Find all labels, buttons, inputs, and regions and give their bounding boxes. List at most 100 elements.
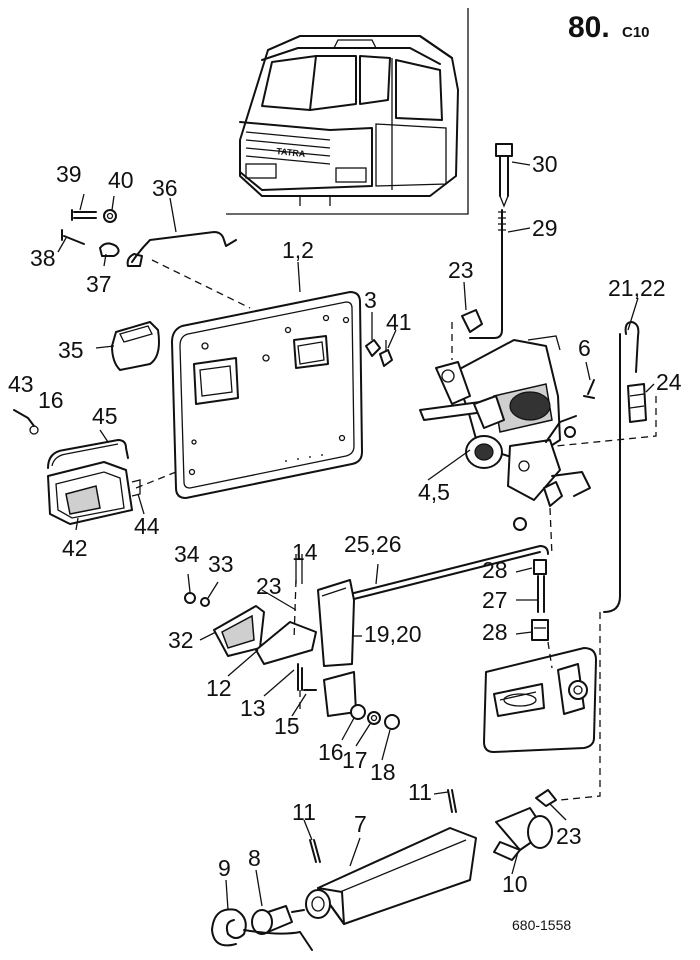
leader-6 (585, 361, 591, 381)
dash-line (555, 396, 657, 447)
callout-7: 7 (354, 811, 367, 837)
callout-41: 41 (386, 309, 412, 335)
callout-40: 40 (108, 167, 134, 193)
rod-21-22 (603, 321, 647, 613)
part-42-45 (13, 409, 141, 525)
callout-4-5: 4,5 (418, 479, 450, 505)
leader-23b (261, 589, 297, 611)
dash-line (559, 612, 601, 801)
leader-29 (507, 227, 531, 233)
leader-44 (137, 493, 145, 515)
washer-16 (350, 704, 366, 720)
rod-25-26-b (349, 551, 541, 601)
lock-plate (483, 647, 597, 753)
leader-25-26 (375, 563, 379, 585)
leader-18 (381, 729, 391, 761)
inner-handle-assembly (184, 554, 357, 717)
callout-12: 12 (206, 675, 232, 701)
callout-42: 42 (62, 535, 88, 561)
rod-29-30 (461, 143, 513, 339)
dash-line (135, 471, 177, 489)
parts-3-41 (365, 339, 393, 367)
callout-15: 15 (274, 713, 300, 739)
leader-8 (255, 869, 263, 907)
leader-16b (341, 717, 355, 741)
leader-39 (79, 193, 85, 211)
callout-6: 6 (578, 335, 591, 361)
leader-37 (103, 253, 107, 267)
leader-35 (95, 345, 115, 349)
leader-11a (433, 791, 449, 795)
callout-36: 36 (152, 175, 178, 201)
part-10 (493, 789, 557, 861)
callout-11a: 11 (408, 779, 432, 805)
callout-37: 37 (86, 271, 112, 297)
callout-34: 34 (174, 541, 200, 567)
cab-inset: TATRA (226, 8, 469, 215)
cab-badge: TATRA (276, 146, 307, 159)
door-trim-panel (171, 291, 363, 499)
callout-14: 14 (292, 539, 318, 565)
callout-33: 33 (208, 551, 234, 577)
callout-30: 30 (532, 151, 558, 177)
callout-23a: 23 (448, 257, 474, 283)
leader-23c (549, 803, 567, 821)
drawing-code: 680-1558 (512, 917, 571, 933)
callout-45: 45 (92, 403, 118, 429)
leader-21-22 (627, 297, 639, 331)
callout-44: 44 (134, 513, 160, 539)
washer-17 (367, 711, 381, 725)
outer-handle-7 (305, 827, 477, 925)
callout-27: 27 (482, 587, 508, 613)
bolt-6 (583, 379, 595, 399)
pin-11a (447, 789, 457, 813)
callout-43: 43 (8, 371, 34, 397)
leader-34 (187, 573, 191, 593)
leader-23a (463, 281, 467, 311)
leader-28a (515, 567, 533, 573)
leader-15 (291, 693, 307, 717)
callout-23b: 23 (256, 573, 282, 599)
callout-28a: 28 (482, 557, 508, 583)
callout-10: 10 (502, 871, 528, 897)
callout-9: 9 (218, 855, 231, 881)
callout-21-22: 21,22 (608, 275, 666, 301)
callout-19-20: 19,20 (364, 621, 422, 647)
parts-27-28 (531, 559, 549, 641)
dash-line (151, 259, 251, 309)
leader-40 (111, 195, 115, 211)
leader-33 (207, 581, 219, 599)
dash-line (547, 641, 553, 669)
leader-41 (387, 329, 397, 349)
leader-17 (355, 723, 371, 747)
callout-1-2: 1,2 (282, 237, 314, 263)
leader-38 (57, 237, 67, 253)
callout-3: 3 (364, 287, 377, 313)
leader-4-5 (427, 449, 471, 481)
nut-18 (384, 714, 400, 730)
callout-24: 24 (656, 369, 682, 395)
callout-32: 32 (168, 627, 194, 653)
leader-12 (227, 649, 259, 677)
pin-11b (309, 839, 321, 863)
callout-18: 18 (370, 759, 396, 785)
callout-25-26: 25,26 (344, 531, 402, 557)
leader-32 (199, 631, 217, 641)
callout-13: 13 (240, 695, 266, 721)
leader-1-2 (297, 261, 301, 293)
leader-11b (303, 819, 313, 841)
leader-9 (225, 879, 229, 911)
rod-36-assembly (61, 209, 237, 267)
parts-8-9 (211, 905, 313, 951)
leader-30 (511, 161, 531, 166)
page-number: 80. (568, 11, 610, 44)
leader-13 (263, 669, 295, 697)
callout-8: 8 (248, 845, 261, 871)
callout-16a: 16 (38, 387, 64, 413)
rod-25-26 (349, 545, 549, 595)
callout-11b: 11 (292, 799, 316, 825)
callout-35: 35 (58, 337, 84, 363)
dash-line (549, 507, 553, 557)
